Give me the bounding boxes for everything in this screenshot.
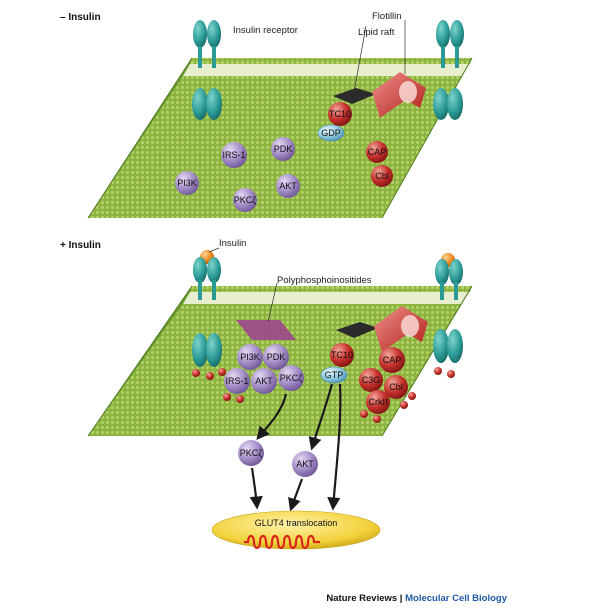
glut4-chain [244,534,320,550]
arrow-akt-release [308,383,334,451]
lipid-raft-top [333,88,376,104]
polyphosphoinositides-patch [236,320,296,340]
signaling-arrows [249,383,342,512]
svg-text:C3G: C3G [362,375,381,385]
cbl-bottom: Cbl [384,375,416,409]
svg-text:TC10: TC10 [329,109,351,119]
pkcz-bottom: PKCζ [278,365,304,391]
glut4-label: GLUT4 translocation [255,518,338,528]
svg-text:Cbl: Cbl [375,171,389,181]
svg-text:CrkII: CrkII [369,397,388,407]
label-lipid-raft: Lipid raft [358,27,395,38]
arrow-pkcz-glut4 [249,467,263,510]
svg-text:Nature Reviews | Molecular Cel: Nature Reviews | Molecular Cell Biology [326,593,507,604]
svg-text:AKT: AKT [296,459,314,469]
svg-text:IRS-1: IRS-1 [225,376,248,386]
label-insulin: Insulin [219,238,246,249]
svg-text:TC10: TC10 [331,350,353,360]
tc10-bottom: TC10 [330,343,354,367]
lipid-raft-bottom [336,322,378,338]
panel-top-heading: – Insulin [60,12,101,23]
panel-top: – Insulin [60,11,473,219]
cap-bottom: CAP [379,347,405,373]
svg-text:GDP: GDP [321,128,341,138]
irs1-bottom: IRS-1 [223,368,250,403]
label-polyphosphoinositides: Polyphosphoinositides [277,275,372,286]
credit-section: Molecular Cell Biology [405,593,508,604]
label-flotillin: Flotillin [372,11,402,22]
pdk-bottom: PDK [263,344,289,370]
cbl-top: Cbl [371,165,393,187]
panel-bottom: + Insulin [60,238,473,550]
flotillin-bottom [374,306,428,352]
cap-top: CAP [366,141,388,163]
label-insulin-receptor: Insulin receptor [233,25,298,36]
svg-text:PI3K: PI3K [177,178,197,188]
irs1-top: IRS-1 [221,142,247,168]
gdp-top: GDP [317,124,345,142]
svg-text:PDK: PDK [274,144,293,154]
pkcz-top: PKCζ [233,188,257,212]
svg-text:PI3K: PI3K [240,352,260,362]
svg-text:IRS-1: IRS-1 [222,150,245,160]
insulin-receptor-left-bottom [192,250,226,380]
arrow-akt-glut4 [288,478,304,512]
figure-credit: Nature Reviews | Molecular Cell Biology [326,593,507,604]
svg-text:PKCζ: PKCζ [234,195,257,205]
svg-text:PKCζ: PKCζ [240,448,263,458]
credit-journal: Nature Reviews [326,593,397,604]
crkii-bottom: CrkII [360,390,390,423]
gtp-bottom: GTP [320,366,348,384]
arrow-pkcz-release [256,393,288,441]
pkcz-free: PKCζ [238,440,264,466]
svg-text:Cbl: Cbl [389,382,403,392]
flotillin-top [372,72,426,118]
arrow-tc10-glut4 [327,383,342,511]
akt-bottom: AKT [251,368,277,394]
svg-text:CAP: CAP [368,147,387,157]
glut4-vesicle: GLUT4 translocation [211,510,381,550]
svg-text:CAP: CAP [383,355,402,365]
pi3k-top: PI3K [175,171,199,195]
akt-top: AKT [276,174,300,198]
pi3k-bottom: PI3K [237,344,263,370]
svg-text:GTP: GTP [325,370,344,380]
panel-bottom-heading: + Insulin [60,240,101,251]
svg-text:AKT: AKT [279,181,297,191]
svg-text:PDK: PDK [267,352,286,362]
insulin-receptor-left-top [192,20,222,120]
tc10-top: TC10 [328,102,352,126]
svg-text:AKT: AKT [255,376,273,386]
credit-separator: | [397,593,405,604]
insulin-receptor-right-bottom [433,253,463,378]
insulin-receptor-right-top [433,20,464,120]
c3g-bottom: C3G [359,368,383,392]
svg-text:PKCζ: PKCζ [280,373,303,383]
pdk-top: PDK [271,137,295,161]
akt-free: AKT [292,451,318,477]
